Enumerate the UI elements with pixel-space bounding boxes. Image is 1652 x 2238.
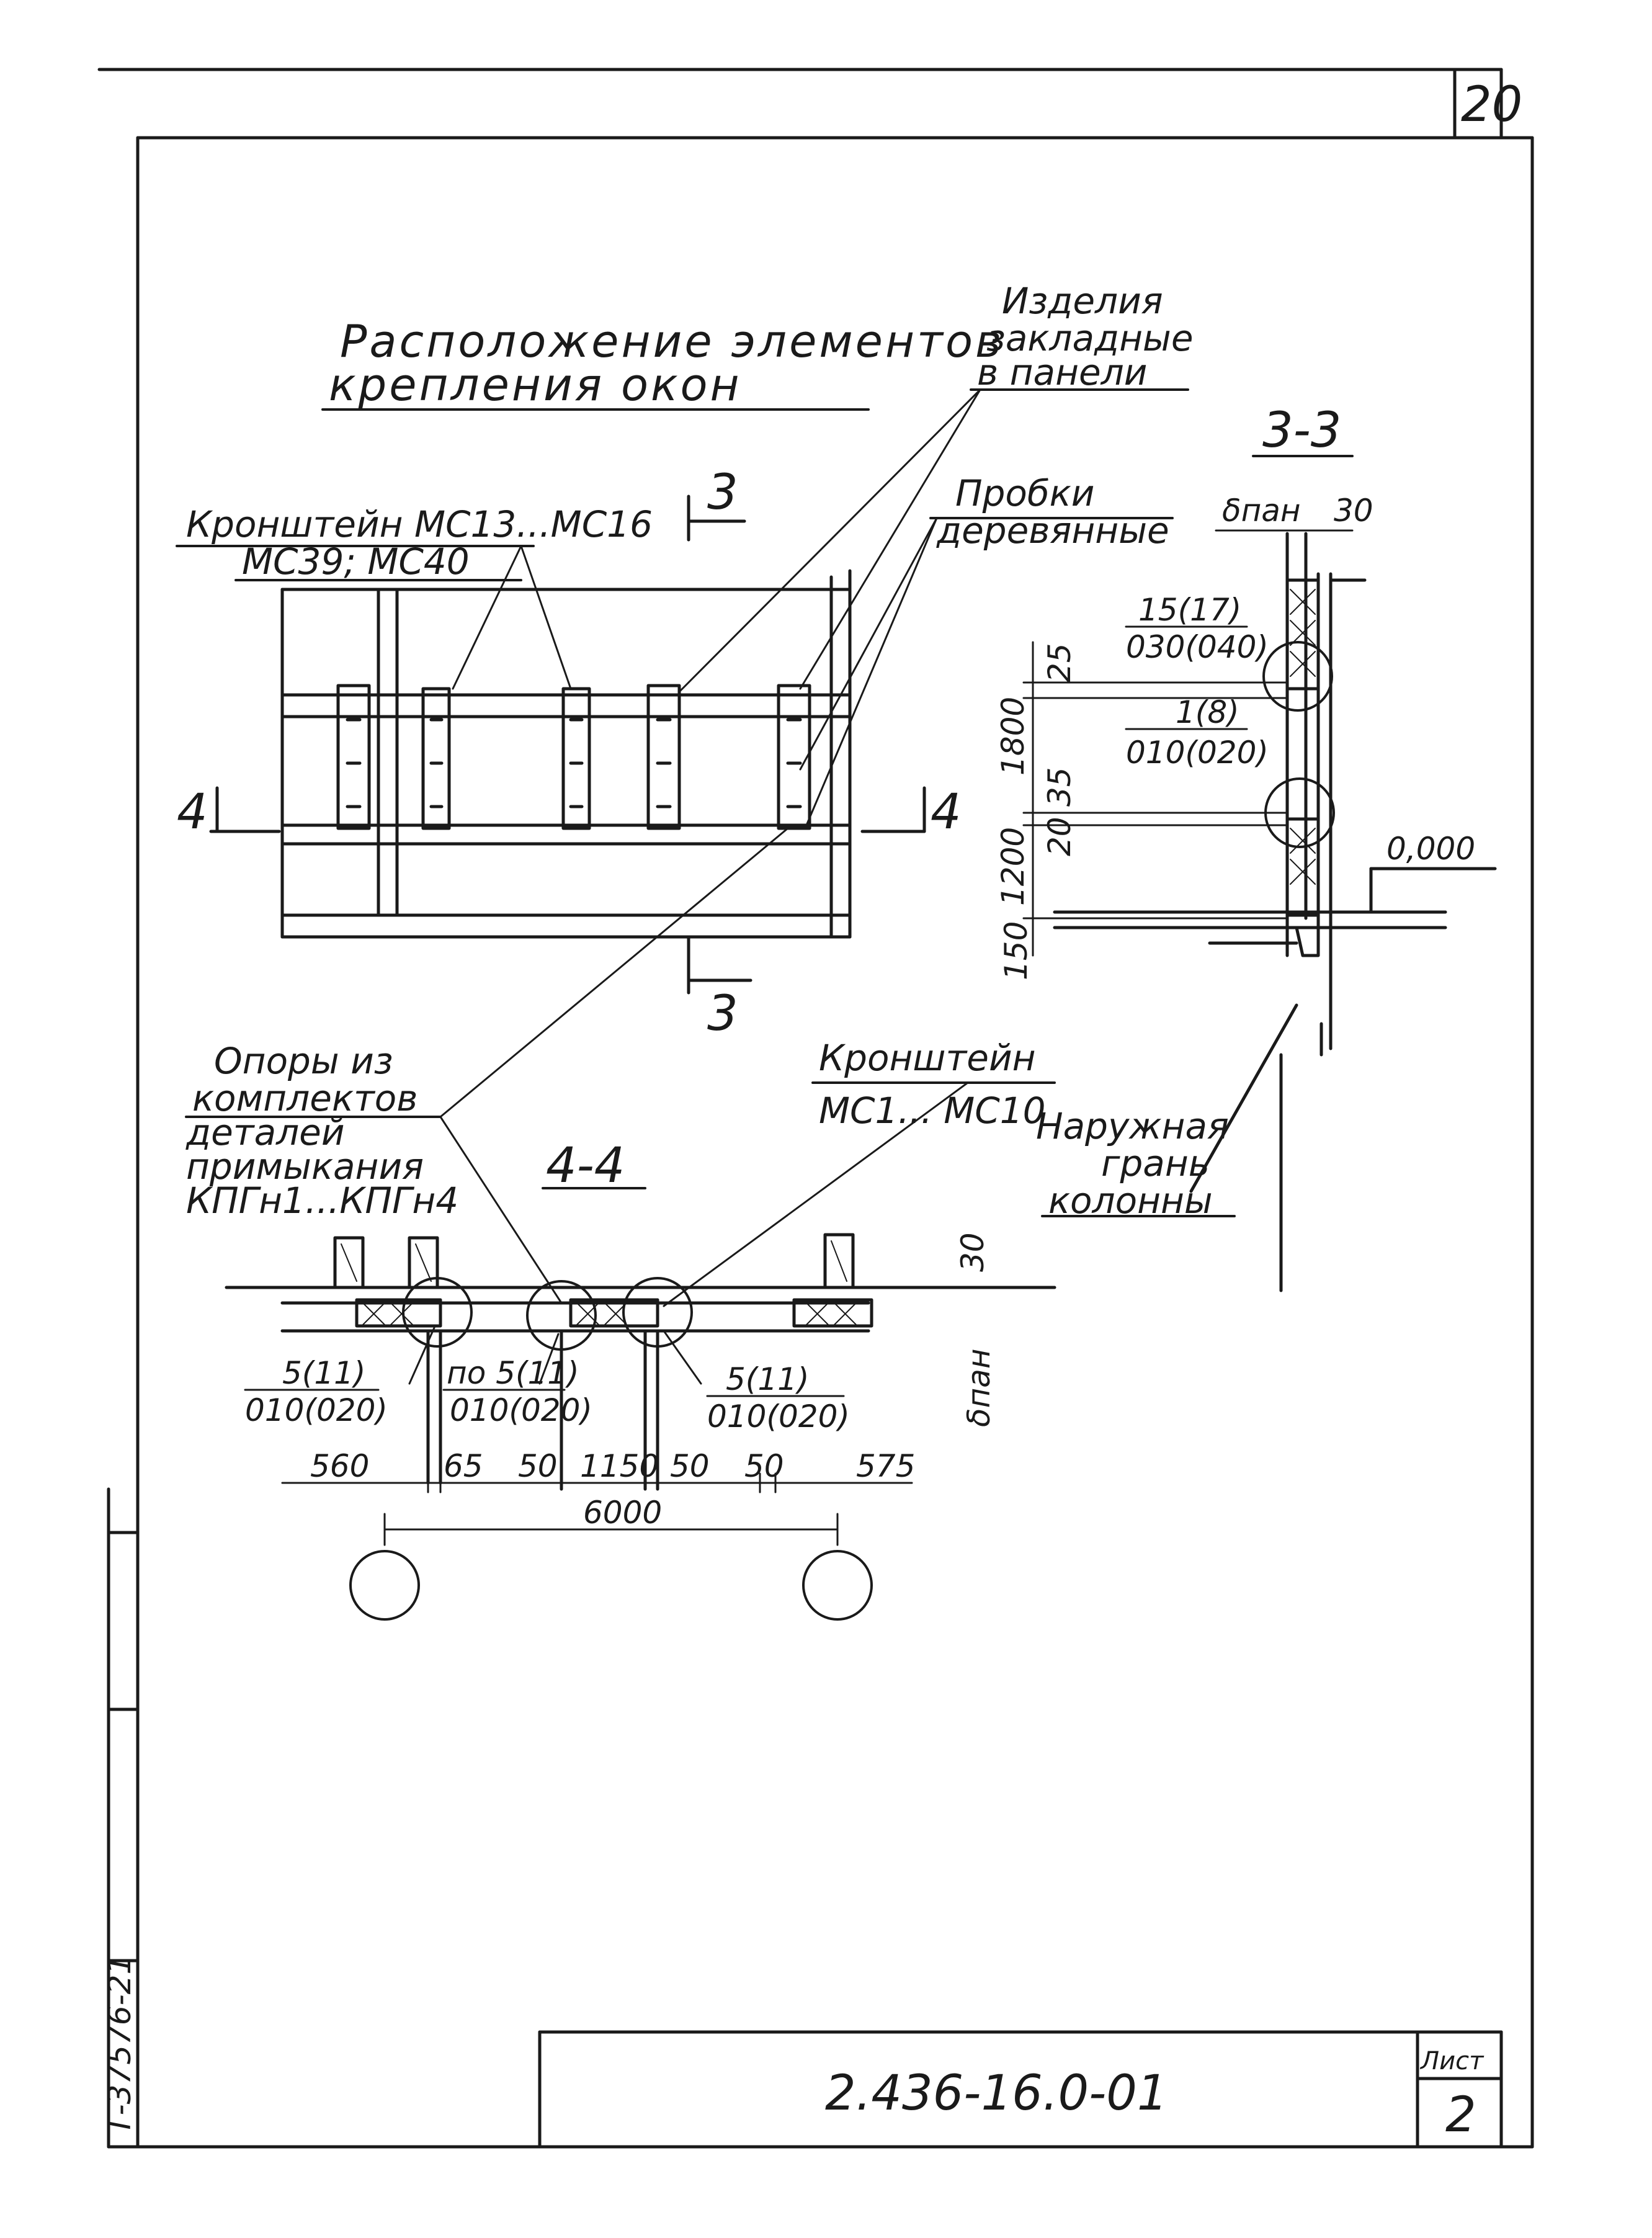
- sheet-value: 2: [1445, 2087, 1476, 2143]
- section33-thickness: 30: [1334, 493, 1373, 529]
- plan-cut-marks: [209, 495, 926, 995]
- plugs-label-1: Пробки: [955, 472, 1094, 514]
- dim33-6: 150: [998, 921, 1034, 980]
- sheet-frame: [97, 68, 1534, 2149]
- grid-axis-right: [802, 1550, 873, 1621]
- section33-hatch: [1290, 589, 1316, 885]
- node-a-top: 15(17): [1138, 592, 1241, 628]
- node-b-top: 1(8): [1176, 694, 1239, 730]
- face-label-3: колонны: [1048, 1179, 1213, 1222]
- node-b-bottom: 010(020): [1126, 735, 1269, 771]
- node3-bottom: 010(020): [707, 1399, 850, 1435]
- dim33-1: 25: [1042, 643, 1078, 683]
- section44-thickness: 30: [955, 1232, 991, 1272]
- elevation-mark: 0,000: [1386, 831, 1475, 867]
- node2-bottom: 010(020): [450, 1392, 592, 1428]
- face-label-1: Наружная: [1036, 1105, 1229, 1147]
- section44-dim-chain: [281, 1472, 913, 1546]
- cut4-left-label: 4: [177, 784, 208, 840]
- cut3-top-label: 3: [707, 465, 738, 521]
- section44-node-1: [402, 1277, 473, 1348]
- title-block: [538, 2030, 1503, 2149]
- section44-title: 4-4: [546, 1138, 625, 1194]
- bracket-sec-label-2: МС1... МС10: [819, 1090, 1046, 1132]
- dim33-3: 35: [1042, 767, 1078, 807]
- plan-leaders: [439, 388, 981, 1118]
- page-title-line2: крепления окон: [329, 359, 742, 411]
- node1-bottom: 010(020): [245, 1392, 388, 1428]
- bracket-plan-label-1: Кронштейн МС13...МС16: [186, 503, 653, 545]
- page-title-line1: Расположение элементов: [340, 315, 1004, 367]
- dim44-2: 65: [444, 1448, 483, 1484]
- plugs-label-2: деревянные: [936, 509, 1169, 552]
- section44-panel-label: δпан: [961, 1348, 997, 1427]
- dim33-4: 20: [1042, 817, 1078, 856]
- cut4-right-label: 4: [931, 784, 962, 840]
- supports-label-4: примыкания: [186, 1145, 424, 1188]
- section44-node-2: [526, 1280, 597, 1351]
- supports-label-5: КПГн1...КПГн4: [186, 1179, 458, 1222]
- side-inventory-number: Т-37576-21: [102, 1955, 138, 2134]
- embedded-label-3: в панели: [977, 351, 1147, 393]
- dim44-6: 50: [744, 1448, 784, 1484]
- section33-panel-label: δпан: [1222, 493, 1301, 529]
- plan-view: [280, 569, 852, 939]
- doc-code: 2.436-16.0-01: [825, 2066, 1168, 2121]
- supports-label-3: деталей: [185, 1111, 345, 1153]
- section44-node-3: [622, 1277, 693, 1348]
- node3-top: 5(11): [726, 1361, 809, 1397]
- dim33-2: 1800: [995, 697, 1031, 776]
- node-a-bottom: 030(040): [1126, 629, 1269, 665]
- dim44-3: 50: [518, 1448, 558, 1484]
- dim44-7: 575: [856, 1448, 915, 1484]
- dim44-5: 50: [670, 1448, 710, 1484]
- section33-dim-chain: [1022, 641, 1288, 957]
- node2-top: по 5(11): [447, 1355, 579, 1391]
- supports-label-1: Опоры из: [214, 1040, 393, 1082]
- grid-axis-left: [349, 1550, 420, 1621]
- dim44-4: 1150: [580, 1448, 659, 1484]
- sheet-label: Лист: [1419, 2047, 1485, 2075]
- dim44-1: 560: [310, 1448, 369, 1484]
- section33-title: 3-3: [1262, 403, 1341, 459]
- section44-leaders: [408, 1081, 969, 1385]
- bracket-sec-label-1: Кронштейн: [819, 1037, 1036, 1079]
- cut3-bottom-label: 3: [707, 986, 738, 1042]
- section33-body: [1053, 532, 1497, 1050]
- embedded-label-2: закладные: [986, 317, 1194, 359]
- bracket-plan-label-2: МС39; МС40: [242, 540, 470, 583]
- face-label-2: грань: [1101, 1142, 1210, 1184]
- dim33-5: 1200: [995, 827, 1031, 906]
- section33-node-a: [1262, 641, 1333, 712]
- supports-label-2: комплектов: [192, 1077, 417, 1119]
- node1-top: 5(11): [282, 1355, 365, 1391]
- section44-body: [225, 1003, 1323, 1491]
- embedded-label-1: Изделия: [1002, 280, 1163, 322]
- dim44-overall: 6000: [583, 1495, 662, 1531]
- sheet-number: 20: [1461, 77, 1522, 133]
